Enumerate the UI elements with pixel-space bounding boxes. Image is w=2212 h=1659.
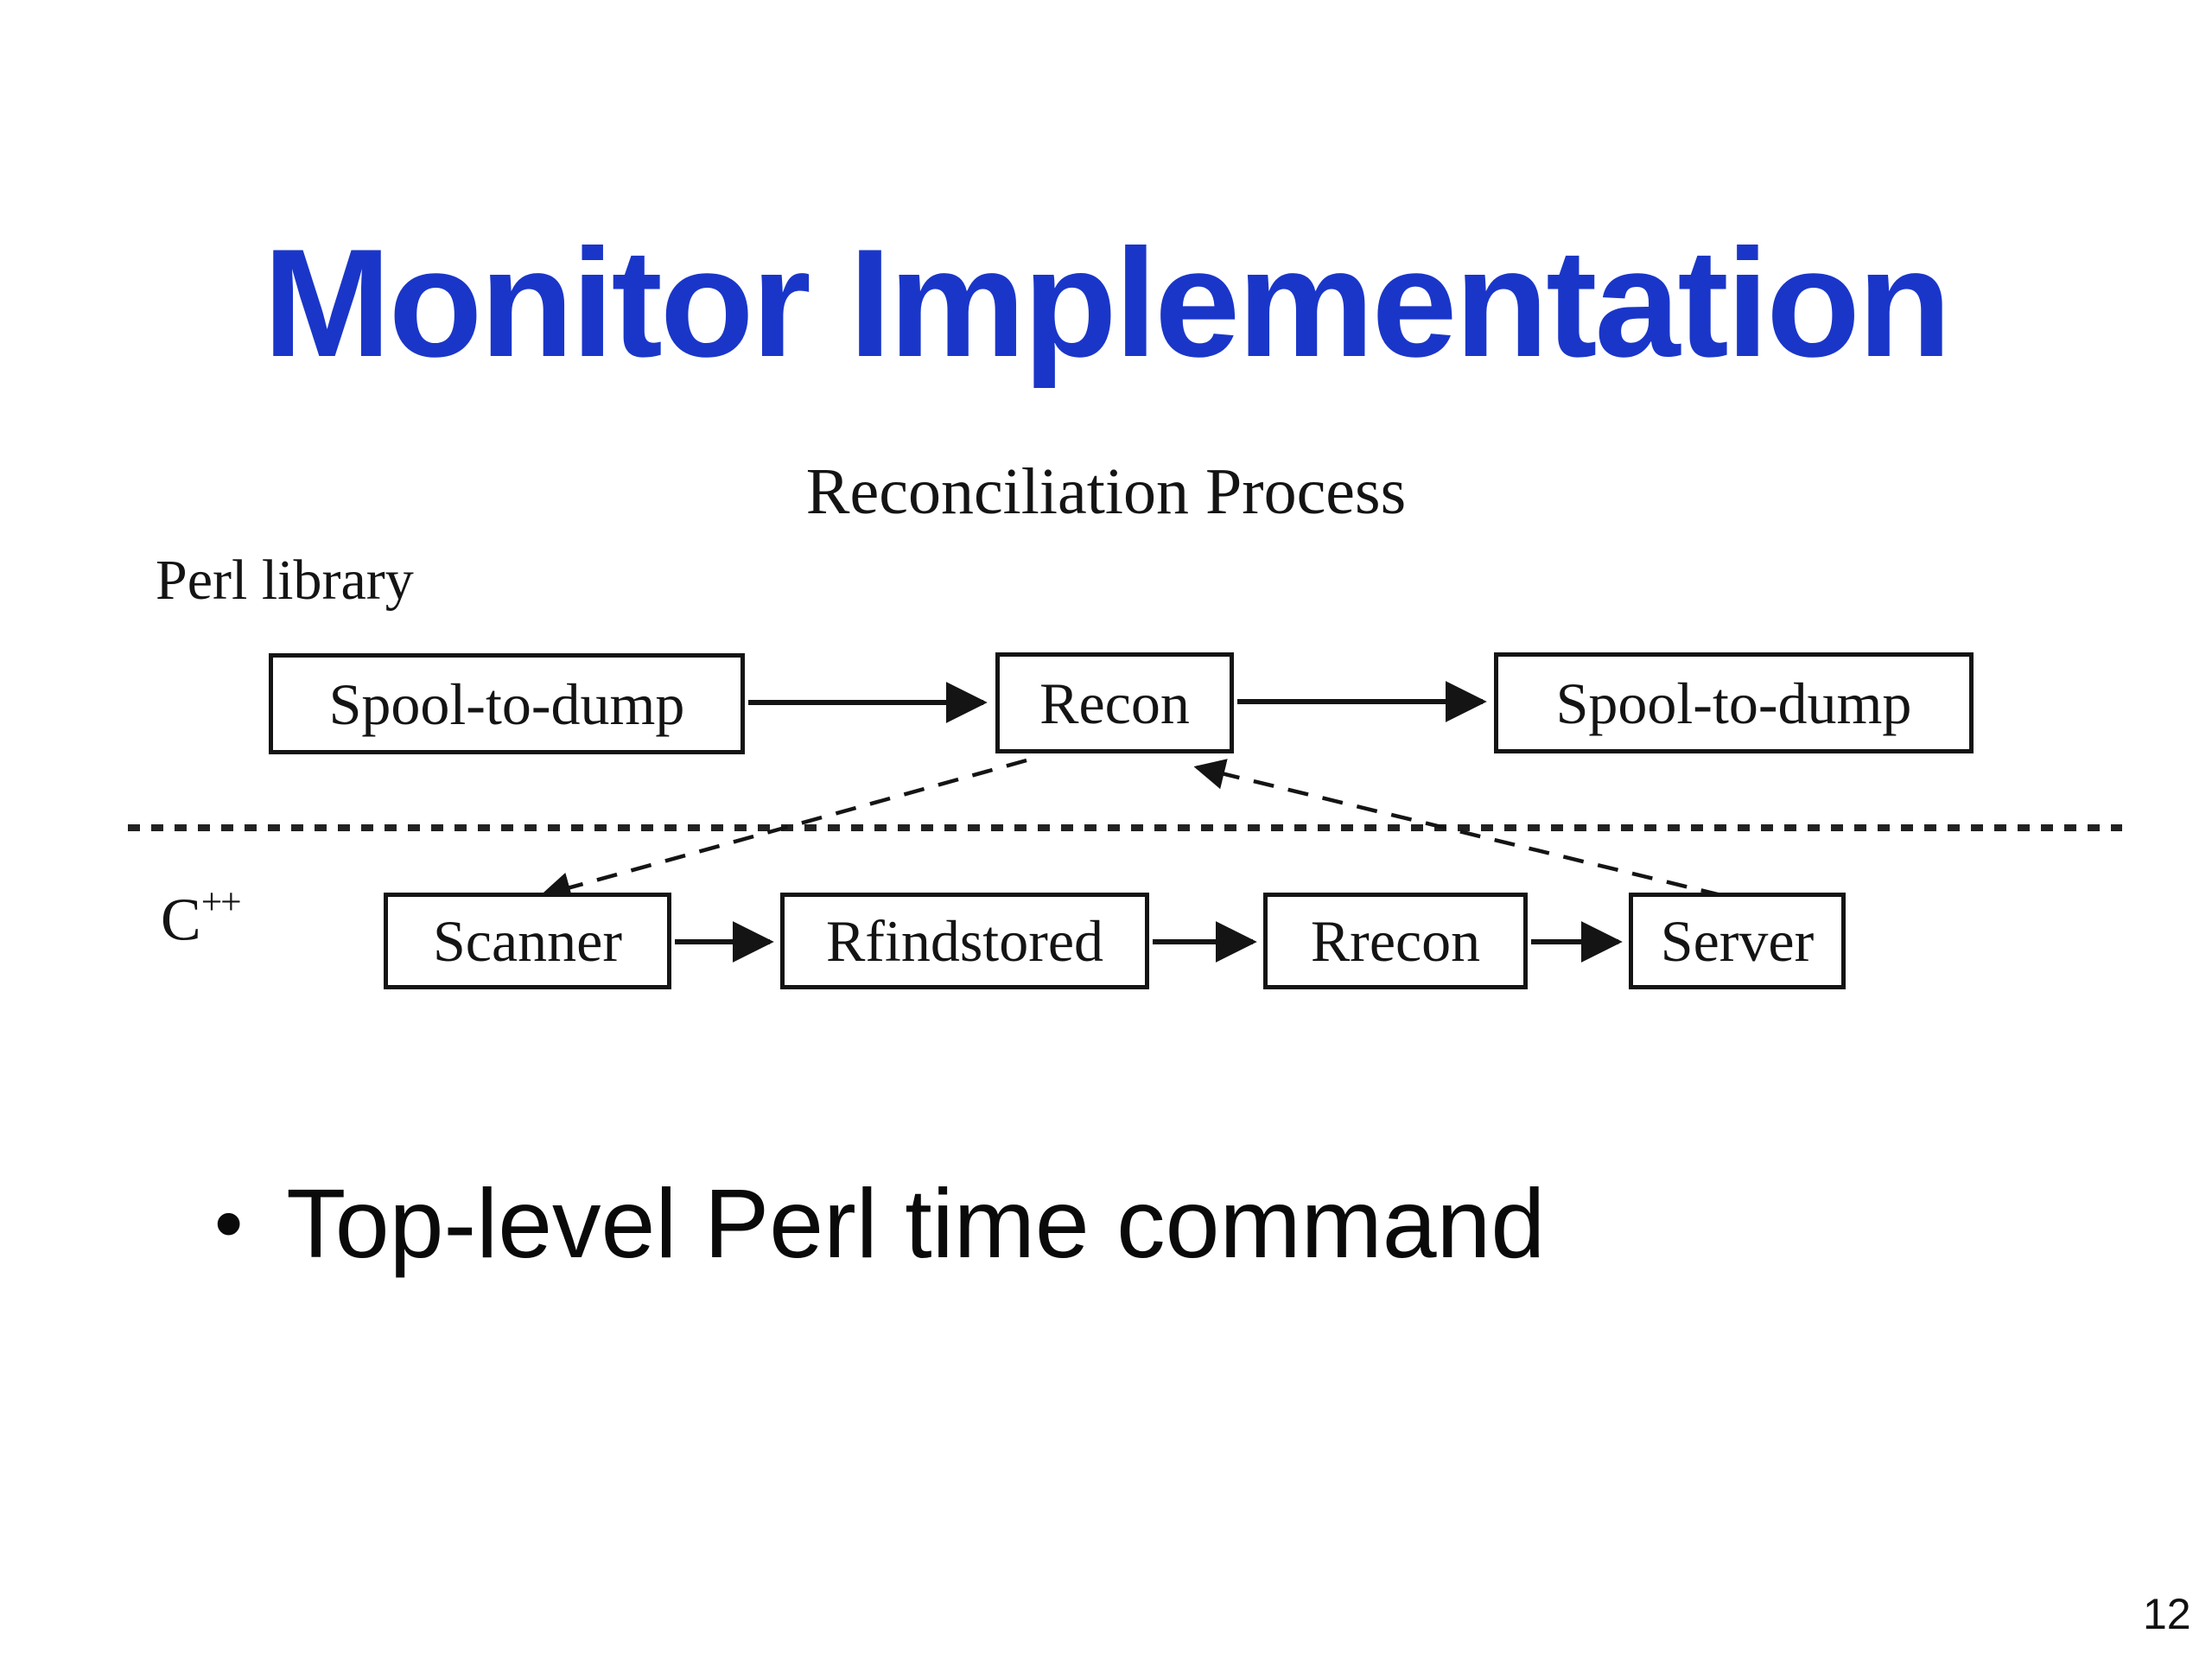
bullet-marker-icon: •: [214, 1178, 244, 1270]
dashed-arrow-server-to-recon: [1193, 759, 1722, 898]
box-server-label: Server: [1660, 908, 1815, 974]
label-cpp-base: C: [161, 887, 201, 954]
bullet-item: • Top-level Perl time command: [214, 1168, 1545, 1281]
box-recon: Recon: [995, 652, 1234, 753]
box-spool-to-dump-left-label: Spool-to-dump: [328, 671, 685, 737]
box-recon-label: Recon: [1039, 670, 1190, 736]
label-cpp-superscript: ++: [200, 880, 242, 923]
box-rrecon: Rrecon: [1263, 893, 1528, 989]
label-cpp: C++: [161, 881, 242, 954]
page-number: 12: [2143, 1590, 2191, 1638]
label-perl-library: Perl library: [156, 549, 414, 612]
box-scanner: Scanner: [384, 893, 671, 989]
box-rfindstored: Rfindstored: [780, 893, 1149, 989]
box-server: Server: [1629, 893, 1846, 989]
box-spool-to-dump-right: Spool-to-dump: [1494, 652, 1974, 753]
box-rfindstored-label: Rfindstored: [825, 908, 1104, 974]
box-scanner-label: Scanner: [432, 908, 622, 974]
diagram-subtitle: Reconciliation Process: [805, 455, 1407, 528]
box-rrecon-label: Rrecon: [1310, 908, 1481, 974]
slide-title: Monitor Implementation: [263, 217, 1951, 389]
box-spool-to-dump-left: Spool-to-dump: [269, 653, 745, 754]
dashed-arrow-recon-to-scanner: [539, 758, 1027, 903]
bullet-text: Top-level Perl time command: [286, 1169, 1546, 1278]
box-spool-to-dump-right-label: Spool-to-dump: [1555, 670, 1912, 736]
